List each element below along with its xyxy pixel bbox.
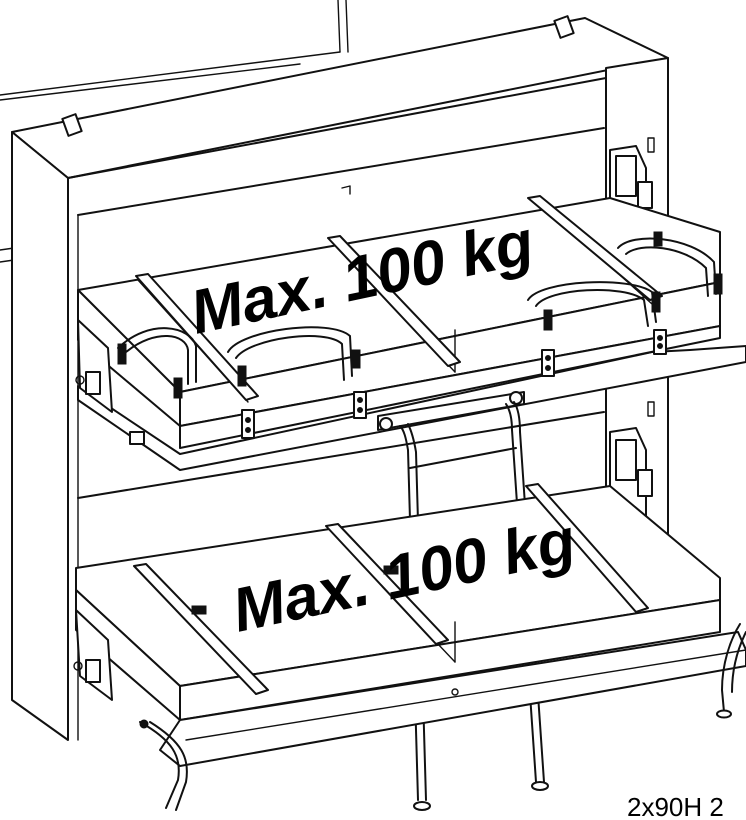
room-wall-lines	[0, 0, 349, 263]
ladder-hook-bar	[377, 391, 525, 431]
lower-bed-platform	[159, 631, 746, 767]
cabinet-left-side	[11, 131, 69, 741]
model-code: 2x90H 2	[627, 792, 724, 820]
upper-frame-rail	[179, 325, 721, 449]
upper-mechanism-left	[75, 319, 145, 445]
upper-bed	[75, 195, 746, 471]
lower-mechanism-left	[73, 609, 113, 701]
top-bracket-right	[553, 15, 575, 39]
top-bracket-left	[61, 113, 83, 137]
lower-bed	[73, 483, 746, 811]
